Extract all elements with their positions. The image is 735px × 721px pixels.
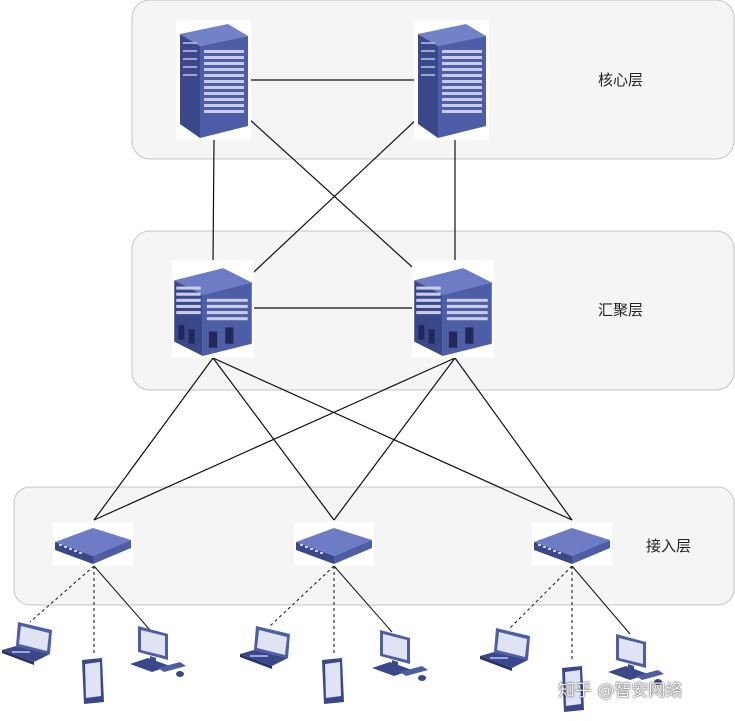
aggregation-switch-2-icon <box>414 268 492 356</box>
link-core2-agg1 <box>239 117 419 286</box>
aggregation-layer-label: 汇聚层 <box>598 301 643 319</box>
watermark: 知乎 @智安网络 <box>558 681 683 701</box>
desktop-pc-icon <box>372 630 428 681</box>
link-agg1-access1 <box>93 357 214 521</box>
aggregation-switch-1-icon <box>174 268 252 356</box>
link-agg2-access1 <box>93 357 456 521</box>
tablet-icon <box>322 658 344 704</box>
link-agg2-access2 <box>333 357 456 521</box>
core-server-2-icon <box>418 24 486 138</box>
tablet-icon <box>82 658 104 704</box>
core-layer-label: 核心层 <box>598 71 643 89</box>
link-agg1-access3 <box>212 357 573 521</box>
link-core1-agg2 <box>247 117 433 286</box>
laptop-icon <box>480 628 530 671</box>
laptop-icon <box>240 626 290 669</box>
endpoint-links <box>29 565 631 662</box>
laptop-icon <box>2 622 52 665</box>
link-core1-agg1 <box>212 139 215 263</box>
core-server-1-icon <box>180 24 248 138</box>
network-links <box>93 79 573 521</box>
access-layer-label: 接入层 <box>646 537 691 555</box>
desktop-pc-icon <box>130 626 186 677</box>
link-agg2-access3 <box>454 357 573 521</box>
